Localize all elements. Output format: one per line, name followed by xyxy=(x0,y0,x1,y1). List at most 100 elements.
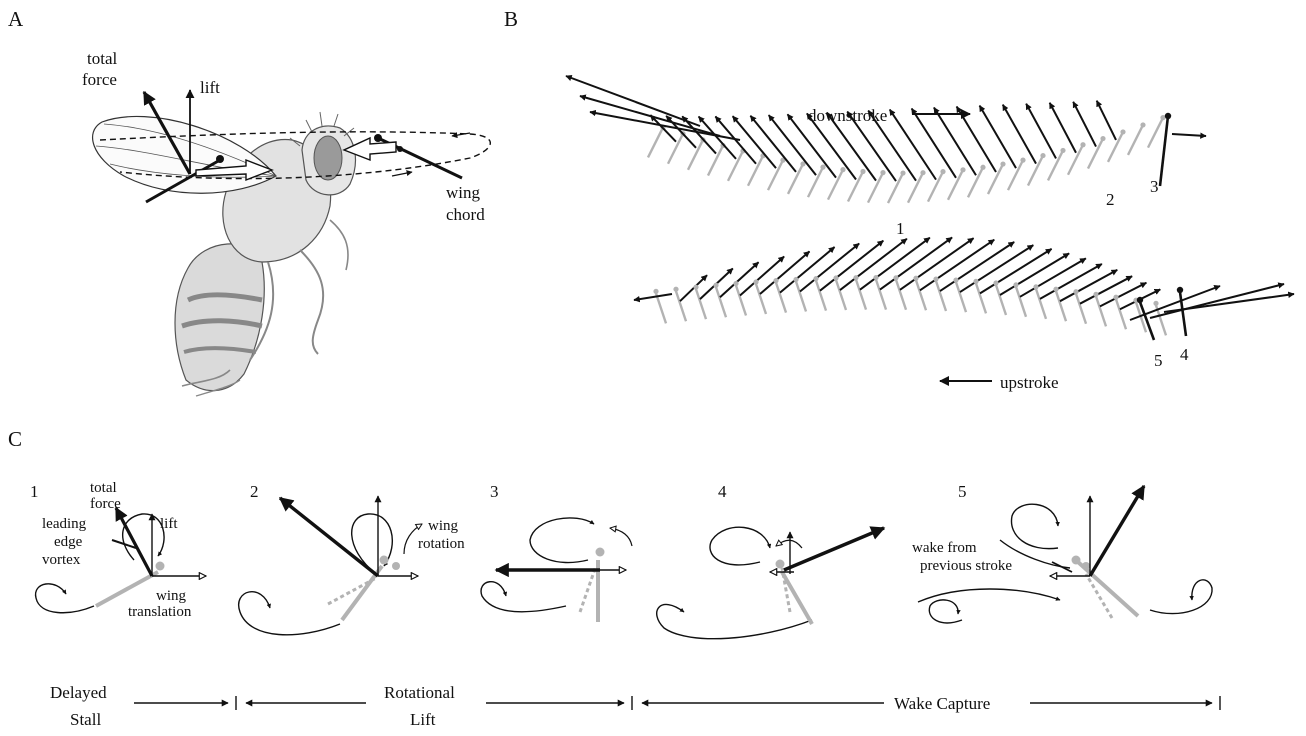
upstroke-leading-dot xyxy=(993,280,998,285)
leading-edge-vortex-label-line1: leading xyxy=(42,516,87,532)
panel-a-letter: A xyxy=(8,7,24,31)
upstroke-leading-dot xyxy=(913,276,918,281)
downstroke-leading-dot xyxy=(980,165,985,170)
wing-translation-label-line2: translation xyxy=(128,604,192,620)
panel-c: C 1 total force lift leading edge vortex… xyxy=(8,427,1220,729)
regime-rotational-lift-line2: Lift xyxy=(410,710,436,729)
upstroke-leading-dot xyxy=(773,278,778,283)
sketch-number: 5 xyxy=(958,482,967,501)
upstroke-force-arrow xyxy=(820,241,883,291)
upstroke-wing-chord xyxy=(1116,299,1126,329)
chord-leading-dot xyxy=(216,155,224,163)
regime-rotational-lift-line1: Rotational xyxy=(384,683,455,702)
wing-section xyxy=(96,572,158,606)
upstroke-wing-chord xyxy=(976,283,986,313)
vortex-curve xyxy=(530,518,594,563)
downstroke-leading-dot xyxy=(1100,136,1105,141)
stroke-direction-arrow xyxy=(392,172,412,176)
sketch-number: 1 xyxy=(30,482,39,501)
fly-abdomen xyxy=(175,244,264,391)
downstroke-force-arrow xyxy=(957,107,996,173)
wake-vortex-curve xyxy=(929,600,962,623)
regime-delayed-stall-line1: Delayed xyxy=(50,683,107,702)
wing-leading-dot xyxy=(776,560,785,569)
upstroke-label: upstroke xyxy=(1000,373,1059,392)
upstroke-leading-dot xyxy=(1093,292,1098,297)
upstroke-wing-chord xyxy=(836,280,846,310)
upstroke-wing-chord xyxy=(1056,291,1066,321)
fly-eye xyxy=(314,136,342,180)
downstroke-wing-chord xyxy=(1160,116,1168,186)
fly-leg xyxy=(330,220,348,270)
upstroke-force-arrow xyxy=(1040,264,1102,299)
regime-timeline: Delayed Stall Rotational Lift Wake Captu… xyxy=(50,683,1220,729)
wing-translation-label-line1: wing xyxy=(156,588,187,604)
stroke-marker-4: 4 xyxy=(1180,345,1189,364)
downstroke-force-arrow xyxy=(590,112,740,140)
downstroke-leading-dot xyxy=(1060,148,1065,153)
upstroke-leading-dot xyxy=(1137,297,1143,303)
total-force-arrow xyxy=(784,528,884,570)
upstroke-wing-chord xyxy=(1016,287,1026,317)
wing-chord-label-line1: wing xyxy=(446,183,481,202)
downstroke-force-arrow xyxy=(566,76,700,126)
panel-a: A xyxy=(8,7,490,396)
downstroke-force-arrow xyxy=(1073,102,1096,147)
downstroke-force-arrow xyxy=(912,108,956,177)
downstroke-force-arrow xyxy=(1172,134,1206,136)
upstroke-wing-chord xyxy=(936,281,946,311)
upstroke-leading-dot xyxy=(1053,287,1058,292)
wake-pointer xyxy=(1052,562,1072,572)
wing-section-previous xyxy=(782,568,790,612)
upstroke-wing-chord xyxy=(1096,296,1106,326)
wing-section-previous xyxy=(580,566,596,612)
downstroke-label: downstroke xyxy=(808,106,887,125)
downstroke-wing-chord xyxy=(1148,120,1162,148)
upstroke-wing-chord xyxy=(796,282,806,312)
downstroke-leading-dot xyxy=(840,167,845,172)
upstroke-wing-chord xyxy=(656,293,666,323)
upstroke-wing-chord xyxy=(876,280,886,310)
wing-leading-dot xyxy=(596,548,605,557)
total-force-arrow xyxy=(280,498,378,576)
upstroke-leading-dot xyxy=(1113,295,1118,300)
shed-vortex-curve xyxy=(481,582,566,612)
downstroke-leading-dot xyxy=(860,169,865,174)
upstroke-leading-dot xyxy=(813,276,818,281)
vortex-curve xyxy=(710,527,770,565)
stroke-marker-1: 1 xyxy=(896,219,905,238)
chord-leading-dot xyxy=(374,134,382,142)
lift-label: lift xyxy=(200,78,220,97)
upstroke-leading-dot xyxy=(953,277,958,282)
total-force-label-line2: force xyxy=(82,70,117,89)
upstroke-leading-dot xyxy=(1153,301,1158,306)
leading-edge-vortex-label-line2: edge xyxy=(54,534,83,550)
stroke-marker-5: 5 xyxy=(1154,351,1163,370)
upstroke-leading-dot xyxy=(1013,282,1018,287)
total-force-label-line2: force xyxy=(90,496,121,512)
upstroke-leading-dot xyxy=(833,275,838,280)
upstroke-leading-dot xyxy=(893,275,898,280)
downstroke-leading-dot xyxy=(1020,158,1025,163)
upstroke-force-arrow xyxy=(1150,284,1284,318)
wing-leading-dot xyxy=(156,562,165,571)
downstroke-leading-dot xyxy=(1000,161,1005,166)
upstroke-leading-dot xyxy=(933,276,938,281)
lift-label: lift xyxy=(160,516,178,532)
upstroke-force-arrow xyxy=(1080,276,1132,304)
downstroke-leading-dot xyxy=(1140,122,1145,127)
upstroke-force-arrow xyxy=(1060,270,1117,301)
downstroke-leading-dot xyxy=(960,167,965,172)
wake-label-line1: wake from xyxy=(912,540,977,556)
downstroke-force-arrow xyxy=(1050,103,1076,153)
wake-vortex-curve xyxy=(1011,504,1058,548)
shed-vortex-curve xyxy=(1150,580,1212,614)
leading-edge-vortex-curve xyxy=(123,514,164,560)
downstroke-leading-dot xyxy=(900,170,905,175)
vortex-curve xyxy=(352,514,393,574)
upstroke-leading-dot xyxy=(733,281,738,286)
upstroke-leading-dot xyxy=(673,287,678,292)
sketch-1: 1 total force lift leading edge vortex w… xyxy=(30,480,206,620)
sketch-number: 2 xyxy=(250,482,259,501)
